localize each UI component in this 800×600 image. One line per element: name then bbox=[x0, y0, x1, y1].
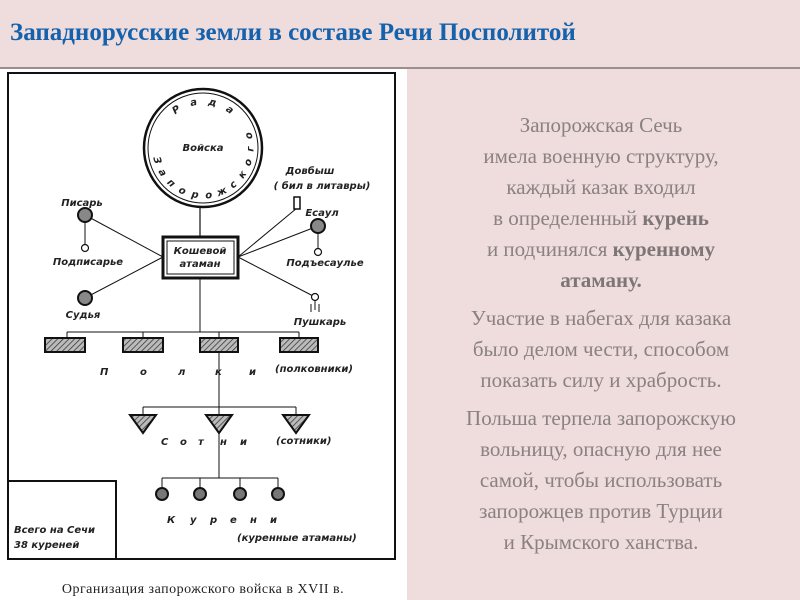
pisar-label: Писарь bbox=[61, 198, 103, 209]
text-line: было делом чести, способом bbox=[472, 337, 730, 361]
text-line: самой, чтобы использовать bbox=[479, 468, 723, 492]
zaporozhskogo-letter: с bbox=[228, 179, 240, 191]
pushkar-node bbox=[310, 292, 320, 302]
kuren-node bbox=[193, 487, 207, 501]
rada-letter: д bbox=[206, 97, 217, 110]
kureni-letter: е bbox=[230, 515, 237, 526]
zaporozhskogo-letter: р bbox=[190, 189, 200, 201]
koshevoy-label-1: Кошевой bbox=[174, 246, 227, 257]
paragraph-1: Запорожская Сечь имела военную структуру… bbox=[412, 110, 790, 296]
rada-letter: Р bbox=[170, 103, 183, 117]
dovbysh-note: ( бил в литавры) bbox=[274, 180, 371, 192]
sotni-letter: н bbox=[220, 437, 227, 448]
rada-letter: а bbox=[189, 97, 198, 109]
polk-node bbox=[279, 337, 319, 353]
polk-node bbox=[199, 337, 239, 353]
rada-letter: а bbox=[223, 104, 235, 117]
polki-letter: П bbox=[100, 367, 109, 378]
bold-term: атаману. bbox=[560, 268, 642, 292]
esaul-node bbox=[310, 218, 326, 234]
polk-node bbox=[44, 337, 86, 353]
podpisarye-label: Подписарье bbox=[53, 257, 123, 268]
polkovniki-label: (полковники) bbox=[275, 364, 353, 375]
zaporozhskogo-letter: г bbox=[245, 146, 256, 152]
polk-node bbox=[122, 337, 164, 353]
polki-letter: о bbox=[140, 367, 147, 378]
pushkar-label: Пушкарь bbox=[294, 317, 347, 328]
zaporozhskogo-letter: о bbox=[205, 190, 213, 202]
total-box bbox=[7, 480, 117, 560]
polki-letter: к bbox=[215, 367, 222, 378]
sotni-letter: о bbox=[180, 437, 187, 448]
text-line: и подчинялся bbox=[486, 237, 613, 261]
kurennye-label: (куренные атаманы) bbox=[237, 533, 357, 544]
zaporozhskogo-letter: о bbox=[242, 158, 255, 168]
slide-text: Запорожская Сечь имела военную структуру… bbox=[412, 110, 790, 565]
polki-letter: л bbox=[178, 367, 186, 378]
sotni-letter: и bbox=[240, 437, 247, 448]
zaporozhskogo-letter: а bbox=[156, 167, 169, 179]
pisar-node bbox=[77, 207, 93, 223]
zaporozhskogo-letter: З bbox=[150, 156, 162, 166]
kureni-letter: н bbox=[250, 515, 257, 526]
text-line: запорожцев против Турции bbox=[479, 499, 723, 523]
koshevoy-label-2: атаман bbox=[179, 259, 220, 270]
sotnya-node bbox=[128, 414, 158, 435]
podesaulye-label: Подъесаулье bbox=[286, 258, 363, 269]
rada-circle bbox=[142, 87, 264, 209]
diagram-caption: Организация запорожского войска в XVII в… bbox=[62, 582, 344, 597]
kureni-letter: у bbox=[190, 515, 197, 526]
paragraph-3: Польша терпела запорожскую вольницу, опа… bbox=[412, 403, 790, 558]
kuren-node bbox=[155, 487, 169, 501]
text-line: в определенный bbox=[493, 206, 643, 230]
text-line: каждый казак входил bbox=[506, 175, 696, 199]
zaporozhskogo-letter: о bbox=[243, 131, 255, 141]
kuren-node bbox=[233, 487, 247, 501]
sotniki-label: (сотники) bbox=[276, 436, 331, 447]
zaporozhskogo-letter: к bbox=[236, 169, 249, 181]
total-label-1: Всего на Сечи bbox=[14, 525, 95, 536]
zaporozhskogo-letter: п bbox=[164, 177, 177, 190]
podesaulye-node bbox=[313, 247, 323, 257]
sudya-node bbox=[77, 290, 93, 306]
diagram-frame bbox=[7, 72, 396, 560]
kureni-letter: К bbox=[167, 515, 176, 526]
bold-term: курень bbox=[642, 206, 709, 230]
esaul-label: Есаул bbox=[305, 208, 339, 219]
total-label-2: 38 куреней bbox=[14, 540, 79, 551]
sotni-letter: С bbox=[161, 437, 169, 448]
bold-term: куренному bbox=[612, 237, 716, 261]
dovbysh-label: Довбыш bbox=[285, 165, 335, 177]
dovbysh-node bbox=[293, 196, 301, 210]
slide-title: Западнорусские земли в составе Речи Посп… bbox=[10, 19, 576, 46]
sotnya-node bbox=[281, 414, 311, 435]
sotnya-node bbox=[204, 414, 234, 435]
kureni-letter: р bbox=[209, 515, 217, 526]
paragraph-2: Участие в набегах для казака было делом … bbox=[412, 303, 790, 396]
kuren-node bbox=[271, 487, 285, 501]
text-line: Участие в набегах для казака bbox=[470, 306, 732, 330]
text-line: и Крымского ханства. bbox=[503, 530, 699, 554]
slide-header: Западнорусские земли в составе Речи Посп… bbox=[0, 0, 800, 69]
text-line: вольницу, опасную для нее bbox=[480, 437, 722, 461]
text-line: Запорожская Сечь bbox=[519, 113, 683, 137]
zaporozhskogo-letter: о bbox=[177, 185, 188, 198]
koshevoy-box bbox=[161, 235, 240, 280]
podpisarye-node bbox=[80, 243, 90, 253]
text-line: Польша терпела запорожскую bbox=[466, 406, 736, 430]
kureni-letter: и bbox=[270, 515, 277, 526]
polki-letter: и bbox=[249, 367, 256, 378]
sotni-letter: т bbox=[198, 437, 205, 448]
sudya-label: Судья bbox=[66, 310, 101, 321]
text-line: имела военную структуру, bbox=[483, 144, 719, 168]
voiska-label: Войска bbox=[183, 143, 224, 154]
text-line: показать силу и храбрость. bbox=[480, 368, 722, 392]
